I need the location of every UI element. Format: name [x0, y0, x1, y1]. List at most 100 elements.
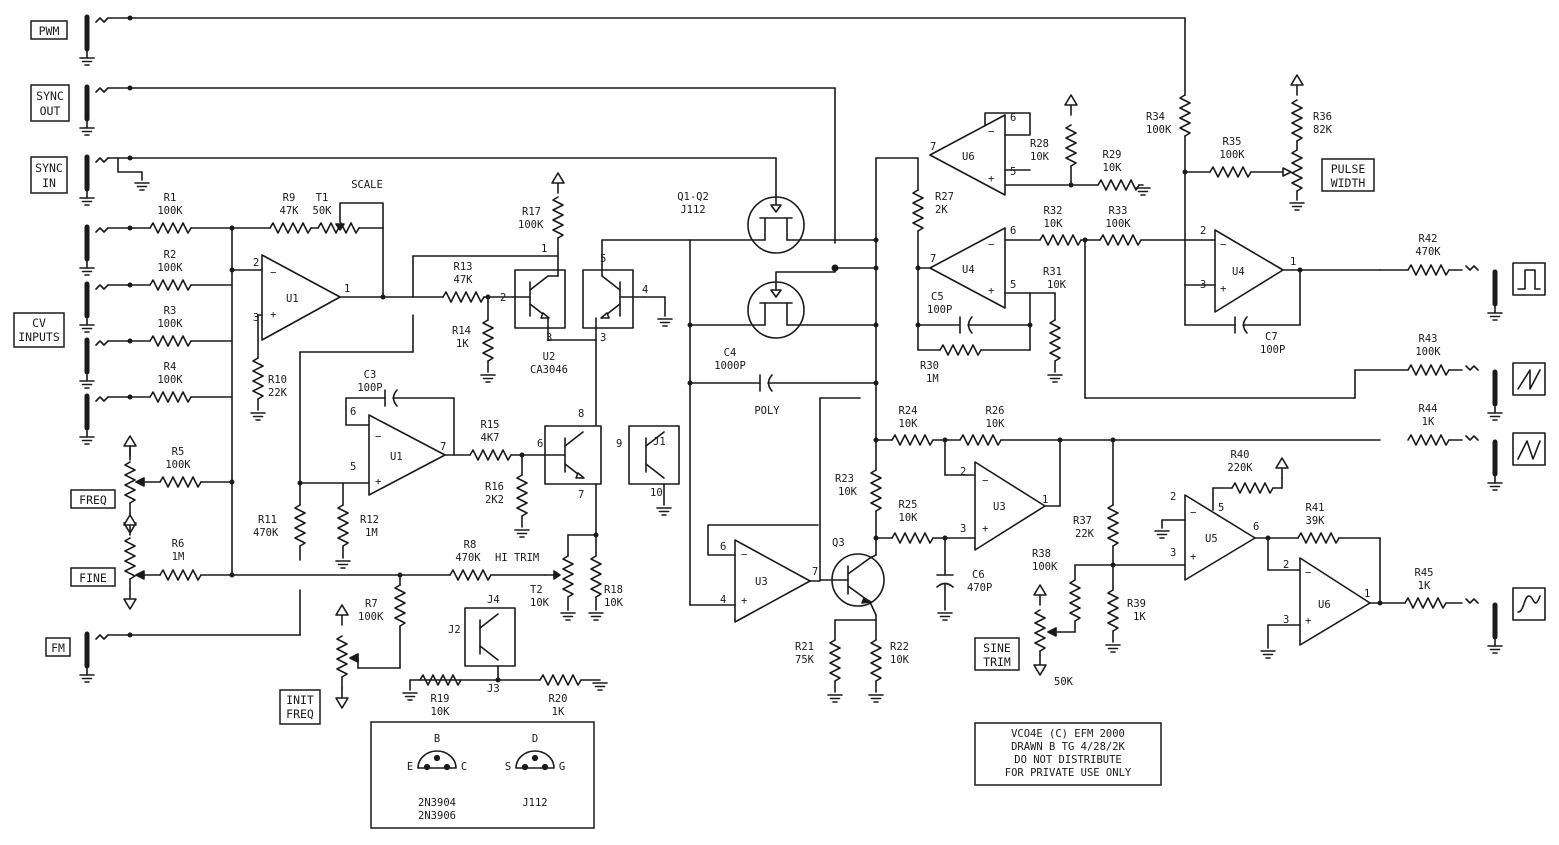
svg-text:3: 3: [960, 523, 966, 535]
svg-text:6: 6: [720, 541, 726, 553]
svg-text:2: 2: [253, 257, 259, 269]
svg-text:+: +: [1305, 615, 1311, 627]
c5-value: 100P: [927, 304, 952, 316]
r34-ref: R34: [1146, 111, 1165, 123]
r22-ref: R22: [890, 641, 909, 653]
r10-value: 22K: [268, 387, 288, 399]
jfet-pin-g: G: [559, 761, 565, 773]
c6-ref: C6: [972, 569, 985, 581]
svg-text:+: +: [375, 476, 381, 488]
scale-label: SCALE: [351, 179, 383, 191]
r44-ref: R44: [1419, 403, 1438, 415]
r4-value: 100K: [157, 374, 183, 386]
svg-text:2: 2: [1200, 225, 1206, 237]
svg-text:9: 9: [616, 438, 622, 450]
svg-text:7: 7: [930, 141, 936, 153]
port-labels: PWM SYNC OUT SYNC IN CV INPUTS FREQ FINE…: [13, 20, 1375, 725]
q3-ref: Q3: [832, 537, 845, 549]
svg-text:6: 6: [537, 438, 543, 450]
svg-text:−: −: [1305, 567, 1311, 579]
svg-text:+: +: [741, 595, 747, 607]
svg-text:5: 5: [1010, 279, 1016, 291]
r16-value: 2K2: [485, 494, 504, 506]
r43-ref: R43: [1419, 333, 1438, 345]
sine-trim-label: SINE: [983, 641, 1011, 655]
r2-value: 100K: [157, 262, 183, 274]
r30-value: 1M: [926, 373, 939, 385]
j4-ref: J4: [487, 594, 500, 606]
r38-ref: R38: [1032, 548, 1051, 560]
r45-value: 1K: [1418, 580, 1431, 592]
freq-label: FREQ: [79, 493, 107, 507]
u3a-ref: U3: [755, 576, 768, 588]
r6-value: 1M: [172, 551, 185, 563]
cv-inputs-label: CV: [32, 316, 46, 330]
c7-value: 100P: [1260, 344, 1285, 356]
r17-ref: R17: [522, 206, 541, 218]
r42-value: 470K: [1415, 246, 1441, 258]
c4-ref: C4: [724, 347, 737, 359]
r20-ref: R20: [549, 693, 568, 705]
r31-ref: R31: [1043, 266, 1062, 278]
r14-value: 1K: [456, 338, 469, 350]
r21-ref: R21: [795, 641, 814, 653]
t1-ref: T1: [316, 192, 329, 204]
u2-ref: U2: [543, 351, 556, 363]
svg-text:3: 3: [546, 332, 552, 344]
svg-text:3: 3: [1170, 547, 1176, 559]
r4-ref: R4: [164, 361, 177, 373]
c5-ref: C5: [931, 291, 944, 303]
r2-ref: R2: [164, 249, 177, 261]
r21-value: 75K: [795, 654, 815, 666]
r16-ref: R16: [485, 481, 504, 493]
package-pinout-box: B E C 2N3904 2N3906 D S G J112: [370, 721, 595, 829]
r30-ref: R30: [920, 360, 939, 372]
svg-text:5: 5: [1010, 166, 1016, 178]
svg-text:−: −: [1190, 507, 1196, 519]
r18-ref: R18: [604, 584, 623, 596]
r27-ref: R27: [935, 191, 954, 203]
bjt-pin-b: B: [434, 733, 440, 745]
jfet-pin-s: S: [505, 761, 511, 773]
r35-ref: R35: [1223, 136, 1242, 148]
j2-ref: J2: [448, 624, 461, 636]
r39-value: 1K: [1133, 611, 1146, 623]
svg-text:8: 8: [578, 408, 584, 420]
svg-text:3: 3: [253, 312, 259, 324]
sync-in-label: SYNC: [35, 161, 63, 175]
r28-value: 10K: [1030, 151, 1050, 163]
c6-value: 470P: [967, 582, 992, 594]
r32-ref: R32: [1044, 205, 1063, 217]
svg-text:+: +: [988, 285, 994, 297]
poly-label: POLY: [754, 405, 780, 417]
r19-value: 10K: [431, 706, 451, 718]
r23-ref: R23: [835, 473, 854, 485]
svg-text:−: −: [741, 549, 747, 561]
r26-ref: R26: [986, 405, 1005, 417]
waveshaper-stage: [875, 434, 1406, 676]
svg-text:7: 7: [578, 489, 584, 501]
r35-value: 100K: [1219, 149, 1245, 161]
r9-ref: R9: [283, 192, 296, 204]
pwm-label: PWM: [39, 24, 60, 38]
svg-text:1: 1: [1364, 588, 1370, 600]
r15-ref: R15: [481, 419, 500, 431]
r12-value: 1M: [365, 527, 378, 539]
r26-value: 10K: [986, 418, 1006, 430]
svg-text:2: 2: [1283, 559, 1289, 571]
svg-text:1: 1: [1290, 256, 1296, 268]
r41-ref: R41: [1306, 502, 1325, 514]
u3b-ref: U3: [993, 501, 1006, 513]
r31-value: 10K: [1047, 279, 1067, 291]
svg-text:7: 7: [812, 566, 818, 578]
svg-text:2: 2: [960, 466, 966, 478]
r24-ref: R24: [899, 405, 918, 417]
r32-value: 10K: [1044, 218, 1064, 230]
svg-text:6: 6: [350, 406, 356, 418]
r12-ref: R12: [360, 514, 379, 526]
c7-ref: C7: [1265, 331, 1278, 343]
r1-value: 100K: [157, 205, 183, 217]
j1-ref: J1: [653, 436, 666, 448]
svg-text:−: −: [1220, 239, 1226, 251]
